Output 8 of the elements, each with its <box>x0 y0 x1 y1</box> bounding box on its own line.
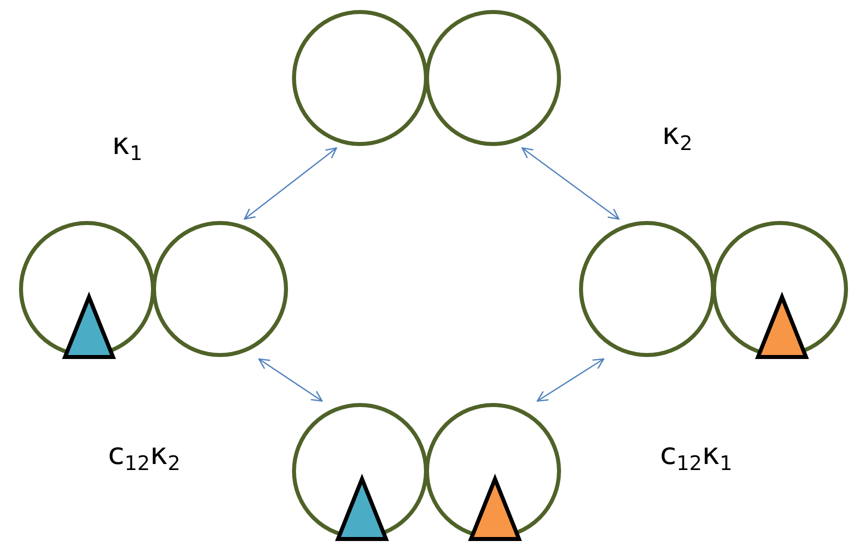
binding-sites-drawing <box>290 8 564 148</box>
binding-sites-drawing <box>290 401 564 541</box>
equilibrium-arrow <box>258 358 323 402</box>
equilibrium-arrow <box>522 147 620 220</box>
equilibrium-arrow <box>536 358 604 402</box>
binding-sites-drawing <box>577 219 850 359</box>
binding-sites-drawing <box>17 219 291 359</box>
equilibrium-arrow <box>244 147 338 220</box>
